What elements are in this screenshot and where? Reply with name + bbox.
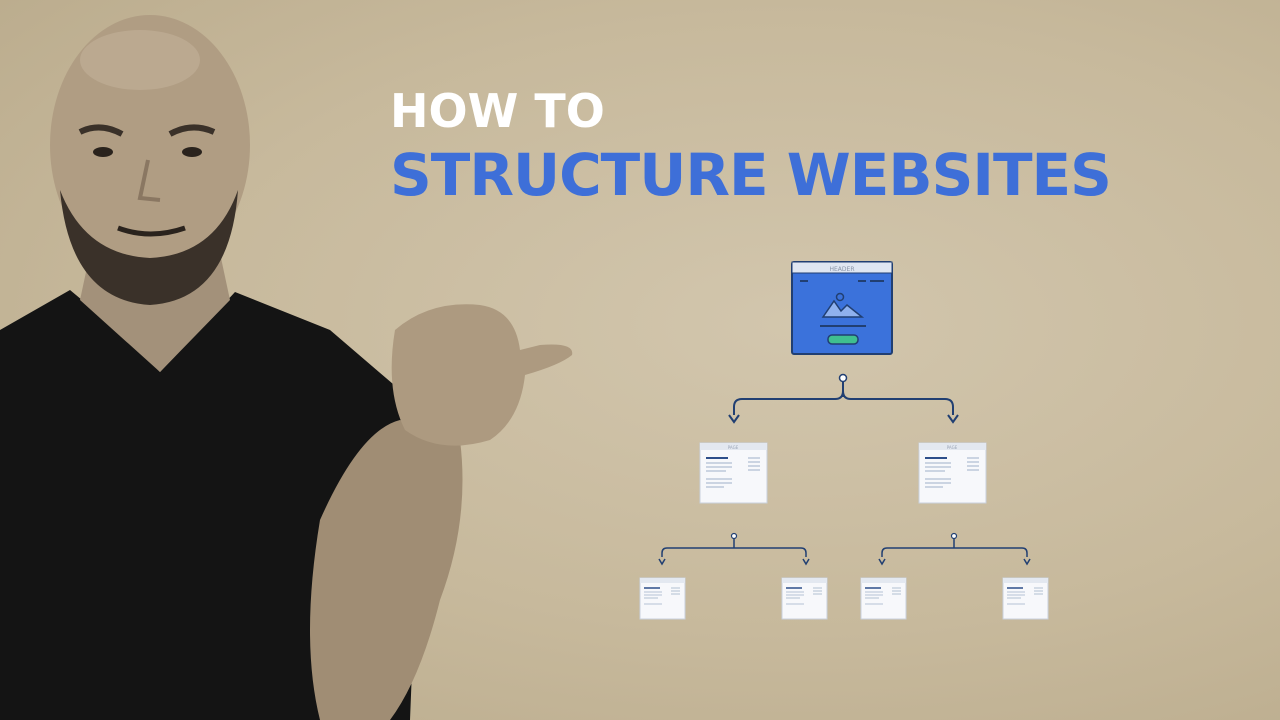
- subpage-node: [860, 577, 907, 620]
- arrow-down-icon: [1023, 558, 1031, 566]
- arrow-down-icon: [728, 414, 740, 424]
- subpage-node: [1002, 577, 1049, 620]
- home-page-node: HEADER: [791, 261, 893, 355]
- subpage-node: [639, 577, 686, 620]
- image-icon: [821, 292, 865, 318]
- home-header-label: HEADER: [830, 266, 855, 273]
- page-node: PAGE: [699, 442, 768, 504]
- arrow-down-icon: [658, 558, 666, 566]
- page-label: PAGE: [728, 445, 739, 450]
- sitemap-diagram: HEADER PAGE PAGE: [639, 261, 1049, 620]
- headline-line-how-to: HOW TO: [390, 84, 605, 138]
- headline-line-structure-websites: STRUCTURE WEBSITES: [390, 141, 1112, 209]
- page-node: PAGE: [918, 442, 987, 504]
- arrow-down-icon: [878, 558, 886, 566]
- subpage-node: [781, 577, 828, 620]
- arrow-down-icon: [802, 558, 810, 566]
- arrow-down-icon: [947, 414, 959, 424]
- page-label: PAGE: [947, 445, 958, 450]
- headline: HOW TO STRUCTURE WEBSITES: [390, 80, 1112, 209]
- presenter-photo: [0, 15, 573, 720]
